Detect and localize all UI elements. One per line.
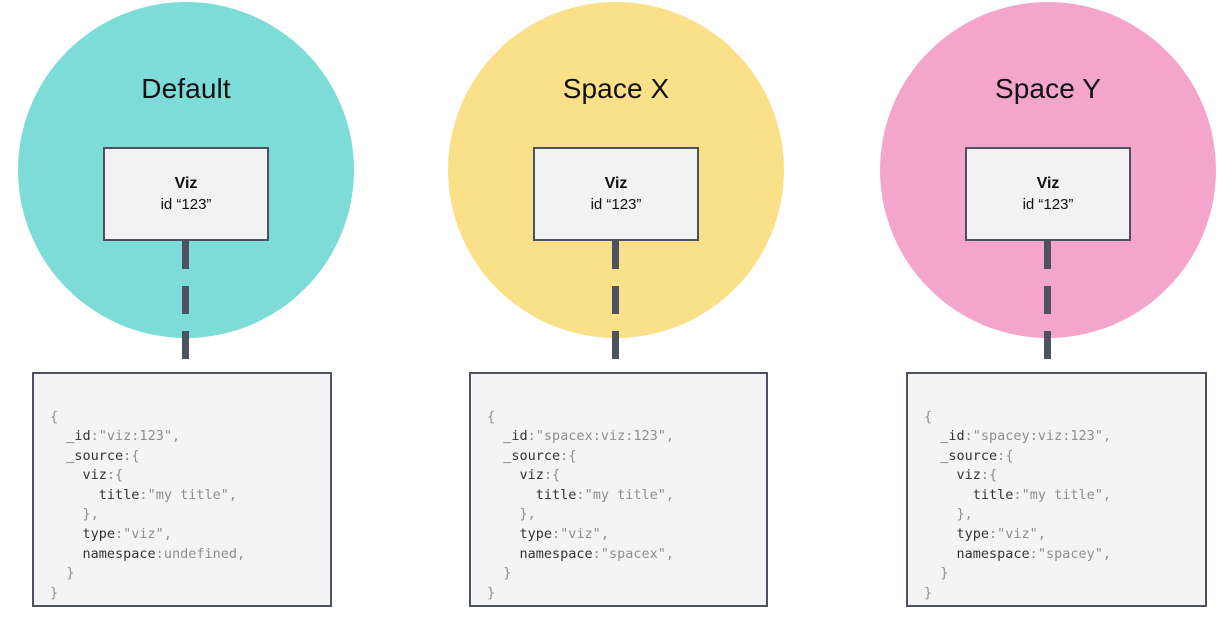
viz-node-spacey: Viz id “123” [965, 147, 1131, 241]
viz-node-default: Viz id “123” [103, 147, 269, 241]
space-group-spacex: Space X Viz id “123” { _id:"spacex:viz:1… [448, 0, 784, 622]
viz-node-subtitle: id “123” [590, 195, 642, 213]
source-json-spacex: { _id:"spacex:viz:123", _source:{ viz:{ … [487, 408, 674, 601]
source-json-spacey: { _id:"spacey:viz:123", _source:{ viz:{ … [924, 408, 1111, 601]
dashed-connector-default [182, 241, 189, 369]
viz-node-subtitle: id “123” [1022, 195, 1074, 213]
dashed-connector-spacex [612, 241, 619, 369]
viz-node-title: Viz [174, 174, 198, 192]
source-json-default: { _id:"viz:123", _source:{ viz:{ title:"… [50, 408, 246, 601]
viz-node-spacex: Viz id “123” [533, 147, 699, 241]
space-group-default: Default Viz id “123” { _id:"viz:123", _s… [18, 0, 354, 622]
viz-node-title: Viz [604, 174, 628, 192]
space-title-spacey: Space Y [994, 73, 1102, 104]
space-title-default: Default [141, 73, 231, 104]
source-document-default: { _id:"viz:123", _source:{ viz:{ title:"… [32, 372, 332, 607]
viz-node-title: Viz [1036, 174, 1060, 192]
space-title-spacex: Space X [562, 73, 670, 104]
source-document-spacey: { _id:"spacey:viz:123", _source:{ viz:{ … [906, 372, 1207, 607]
source-document-spacex: { _id:"spacex:viz:123", _source:{ viz:{ … [469, 372, 768, 607]
dashed-connector-spacey [1044, 241, 1051, 369]
viz-node-subtitle: id “123” [160, 195, 212, 213]
space-group-spacey: Space Y Viz id “123” { _id:"spacey:viz:1… [880, 0, 1216, 622]
